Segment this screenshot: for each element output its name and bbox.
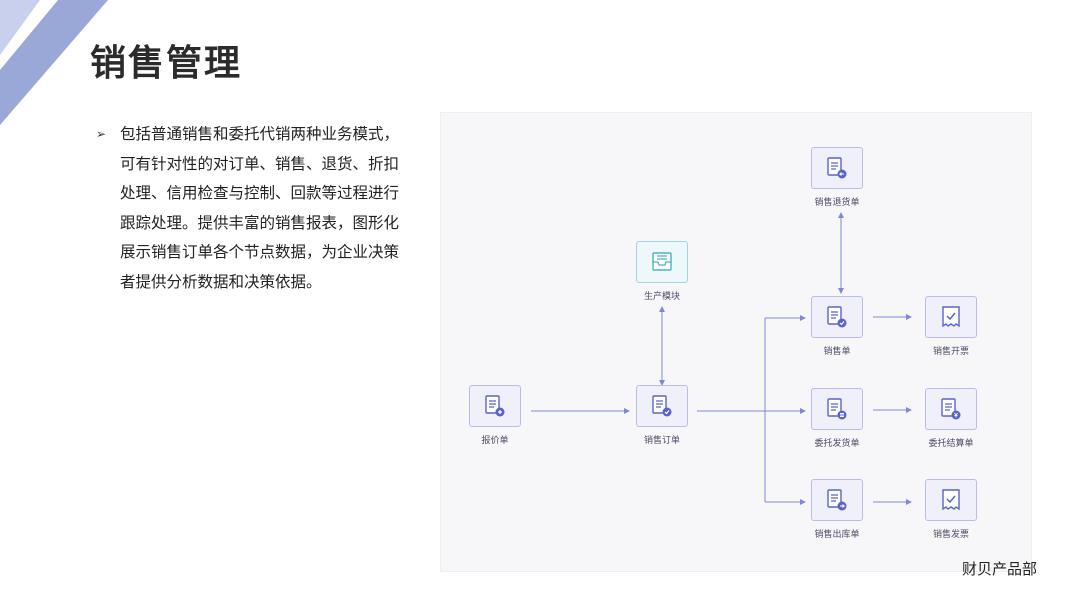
corner-stripe-decoration xyxy=(0,0,108,125)
node-quote[interactable]: 报价单 xyxy=(469,385,521,446)
node-label: 销售发票 xyxy=(932,530,969,540)
node-sales-order[interactable]: 销售订单 xyxy=(636,385,688,446)
node-label: 销售单 xyxy=(823,347,851,357)
node-label: 销售订单 xyxy=(643,436,680,446)
document-return-icon xyxy=(827,157,847,179)
node-consign-settlement[interactable]: 委托结算单 xyxy=(925,388,977,449)
document-check-icon xyxy=(652,395,672,417)
document-list-icon xyxy=(827,398,847,420)
document-check-icon xyxy=(827,306,847,328)
node-label: 委托发货单 xyxy=(814,439,860,449)
node-label: 委托结算单 xyxy=(928,439,974,449)
node-label: 销售开票 xyxy=(932,347,969,357)
node-label: 生产模块 xyxy=(643,292,680,302)
page-title: 销售管理 xyxy=(90,43,243,84)
node-sales-outbound[interactable]: 销售出库单 xyxy=(811,479,863,540)
receipt-check-icon xyxy=(942,489,960,511)
inbox-stack-icon xyxy=(652,252,672,271)
flow-connectors xyxy=(531,212,912,505)
node-sales-return[interactable]: 销售退货单 xyxy=(811,147,863,208)
node-box xyxy=(925,479,977,521)
node-label: 销售退货单 xyxy=(814,198,860,208)
intro-text: 包括普通销售和委托代销两种业务模式，可有针对性的对订单、销售、退货、折扣处理、信… xyxy=(120,125,400,291)
intro-paragraph: ➢ 包括普通销售和委托代销两种业务模式，可有针对性的对订单、销售、退货、折扣处理… xyxy=(96,120,414,297)
document-coin-icon xyxy=(941,398,961,420)
node-label: 报价单 xyxy=(481,436,509,446)
node-box xyxy=(811,388,863,430)
node-sales-invoice-issue[interactable]: 销售开票 xyxy=(925,296,977,357)
document-arrow-icon xyxy=(827,489,847,511)
node-consign-delivery[interactable]: 委托发货单 xyxy=(811,388,863,449)
footer-department-text: 财贝产品部 xyxy=(962,560,1038,578)
node-production[interactable]: 生产模块 xyxy=(636,241,688,302)
node-sales-slip[interactable]: 销售单 xyxy=(811,296,863,357)
node-sales-invoice[interactable]: 销售发票 xyxy=(925,479,977,540)
receipt-check-icon xyxy=(942,306,960,328)
sales-flow-diagram: 报价单 生产模块 销售订单 销售退货单 xyxy=(440,112,1032,572)
bullet-arrow-icon: ➢ xyxy=(96,127,107,141)
node-label: 销售出库单 xyxy=(814,530,860,540)
document-plus-icon xyxy=(485,395,505,417)
